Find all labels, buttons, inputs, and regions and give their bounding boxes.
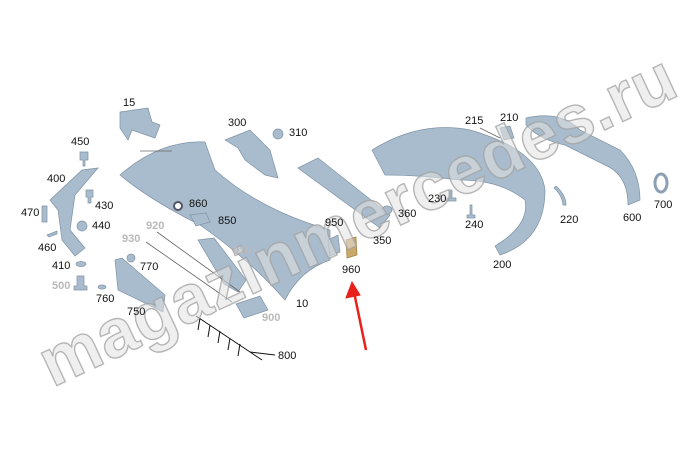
part-930-cable <box>145 241 233 303</box>
callout-910[interactable]: 910 <box>233 245 252 257</box>
callout-600[interactable]: 600 <box>623 212 642 224</box>
callout-410[interactable]: 410 <box>52 260 71 272</box>
part-900 <box>235 295 269 319</box>
callout-930[interactable]: 930 <box>122 233 141 245</box>
callout-500[interactable]: 500 <box>52 280 71 292</box>
part-450 <box>79 151 89 167</box>
part-400 <box>49 167 99 257</box>
callout-860[interactable]: 860 <box>189 198 208 210</box>
callout-700[interactable]: 700 <box>654 199 673 211</box>
part-350 <box>297 157 391 229</box>
callout-300[interactable]: 300 <box>228 117 247 129</box>
part-950 <box>327 234 341 257</box>
callout-440[interactable]: 440 <box>92 220 111 232</box>
callout-310[interactable]: 310 <box>289 127 308 139</box>
part-470 <box>41 205 48 223</box>
callout-230[interactable]: 230 <box>428 193 447 205</box>
part-700 <box>653 172 669 194</box>
callout-400[interactable]: 400 <box>47 173 66 185</box>
part-960 <box>345 236 358 259</box>
callout-900[interactable]: 900 <box>262 312 281 324</box>
callout-360[interactable]: 360 <box>398 208 417 220</box>
part-910 <box>197 237 247 293</box>
callout-960[interactable]: 960 <box>342 264 361 276</box>
part-760 <box>97 284 107 290</box>
callout-240[interactable]: 240 <box>465 219 484 231</box>
part-440 <box>76 220 88 232</box>
part-210 <box>499 125 515 141</box>
callout-770[interactable]: 770 <box>140 261 159 273</box>
highlight-arrow <box>345 280 368 351</box>
callout-920[interactable]: 920 <box>146 220 165 232</box>
part-860 <box>173 201 183 211</box>
callout-450[interactable]: 450 <box>71 136 90 148</box>
part-600 <box>525 115 641 206</box>
callout-10[interactable]: 10 <box>296 298 309 310</box>
part-750 <box>114 257 166 313</box>
part-460 <box>46 230 58 238</box>
callout-760[interactable]: 760 <box>96 293 115 305</box>
part-215-wire <box>479 127 501 139</box>
callout-15[interactable]: 15 <box>123 97 136 109</box>
part-800-harness <box>195 315 276 361</box>
part-310 <box>272 128 284 140</box>
part-240 <box>466 204 476 219</box>
callout-800[interactable]: 800 <box>278 350 297 362</box>
callout-350[interactable]: 350 <box>373 235 392 247</box>
part-920-cable <box>156 231 241 293</box>
part-770 <box>126 253 136 263</box>
part-850 <box>189 212 211 227</box>
part-430 <box>85 189 94 204</box>
part-200 <box>371 127 546 256</box>
callout-950[interactable]: 950 <box>325 217 344 229</box>
callout-430[interactable]: 430 <box>95 200 114 212</box>
callout-215[interactable]: 215 <box>465 115 484 127</box>
part-220 <box>553 185 567 206</box>
callout-210[interactable]: 210 <box>500 112 519 124</box>
part-360 <box>381 205 393 215</box>
part-300 <box>224 129 279 179</box>
part-500 <box>73 275 88 291</box>
callout-460[interactable]: 460 <box>38 242 57 254</box>
part-230 <box>445 189 457 202</box>
callout-750[interactable]: 750 <box>127 306 146 318</box>
callout-850[interactable]: 850 <box>218 215 237 227</box>
part-15 <box>119 107 161 141</box>
part-410 <box>75 261 87 267</box>
callout-470[interactable]: 470 <box>21 207 40 219</box>
callout-200[interactable]: 200 <box>493 259 512 271</box>
callout-220[interactable]: 220 <box>560 214 579 226</box>
